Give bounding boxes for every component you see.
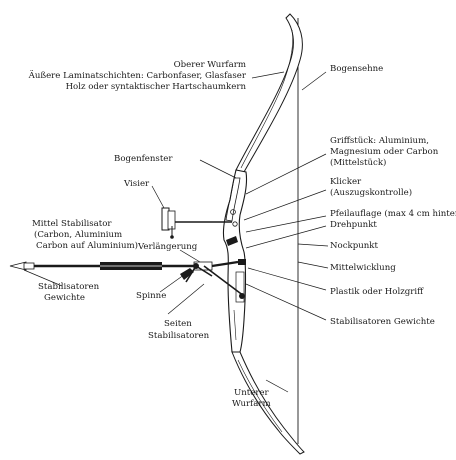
- label-bogenfenster: Bogenfenster: [114, 154, 173, 164]
- label-stabilisatoren-gewichte-rechts: Stabilisatoren Gewichte: [330, 317, 435, 327]
- center-stabilizer: [9, 260, 239, 271]
- clicker-screw-2: [232, 221, 238, 227]
- lower-limb: [231, 351, 305, 455]
- lower-limb-laminate-line: [237, 359, 283, 433]
- stabilizer-bushing: [239, 293, 245, 299]
- sight: [161, 207, 232, 239]
- label-mittel-stabilisator-line3: Carbon auf Aluminium): [36, 240, 138, 251]
- label-seiten-line2: Stabilisatoren: [148, 331, 210, 341]
- upper-limb-laminate-line: [240, 29, 293, 169]
- label-laminat-line1: Äußere Laminatschichten: Carbonfaser, Gl…: [28, 69, 247, 81]
- label-spinne: Spinne: [136, 291, 166, 301]
- label-mittel-stabilisator-line2: (Carbon, Aluminium: [34, 229, 122, 240]
- label-mittelwicklung: Mittelwicklung: [330, 263, 396, 273]
- label-drehpunkt: Drehpunkt: [330, 220, 377, 230]
- clicker-screw: [230, 209, 236, 215]
- riser-detail-line: [233, 309, 237, 341]
- leader-lines: [23, 71, 329, 393]
- label-pfeilauflage: Pfeilauflage (max 4 cm hinter): [330, 208, 456, 219]
- label-laminat-line2: Holz oder syntaktischer Hartschaumkern: [66, 82, 247, 92]
- label-nockpunkt: Nockpunkt: [330, 241, 378, 251]
- label-unterer-wurfarm-line1: Unterer: [234, 388, 270, 398]
- label-griffstueck-line3: (Mittelstück): [330, 157, 386, 168]
- label-stabilisatoren-gewichte-line1: Stabilisatoren: [38, 282, 100, 292]
- label-griffstueck-line2: Magnesium oder Carbon: [330, 147, 439, 157]
- label-klicker-line1: Klicker: [330, 177, 362, 187]
- label-mittel-stabilisator-line1: Mittel Stabilisator: [32, 219, 112, 229]
- label-griffstueck-line1: Griffstück: Aluminium,: [330, 136, 429, 146]
- v-bar-side-stabilizers: [180, 263, 245, 297]
- sight-window-outline: [225, 177, 241, 222]
- label-plastik-holzgriff: Plastik oder Holzgriff: [330, 287, 424, 297]
- label-klicker-line2: (Auszugskontrolle): [330, 187, 412, 198]
- label-verlaengerung: Verlängerung: [137, 242, 198, 252]
- label-stabilisatoren-gewichte-line2: Gewichte: [44, 293, 85, 303]
- arrow-rest: [226, 236, 238, 246]
- label-seiten-line1: Seiten: [164, 319, 192, 329]
- grip: [235, 271, 245, 303]
- label-visier: Visier: [123, 179, 150, 189]
- button-plunger: [238, 259, 246, 265]
- label-bogensehne: Bogensehne: [330, 64, 383, 74]
- label-oberer-wurfarm: Oberer Wurfarm: [174, 60, 246, 70]
- label-unterer-wurfarm-line2: Wurfarm: [232, 399, 271, 409]
